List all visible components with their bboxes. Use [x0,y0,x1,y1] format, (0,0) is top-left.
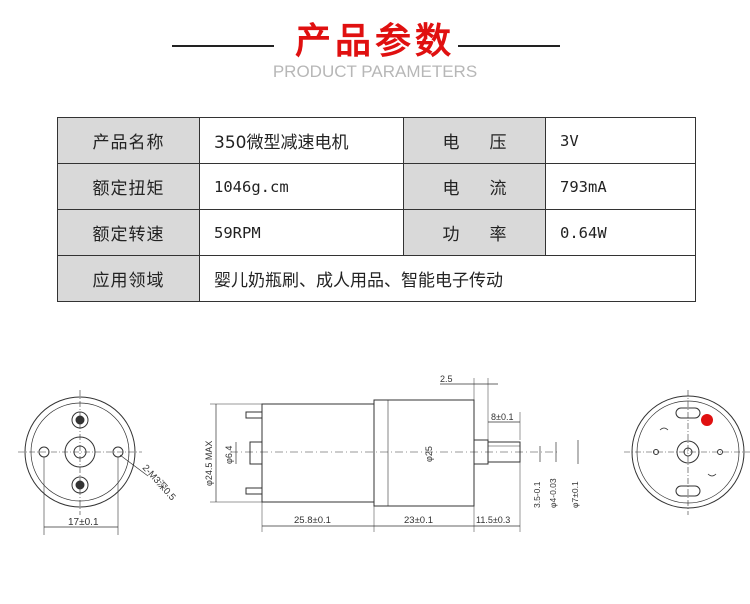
technical-drawing: 2-M3深0.5 17±0.1 φ24.5 MAX φ6.4 φ25 2.5 8… [18,374,750,535]
side-view: φ24.5 MAX φ6.4 φ25 2.5 8±0.1 25.8±0.1 23… [204,374,580,532]
front-screw-top [71,411,89,429]
power-value: 0.64W [545,209,696,256]
table-row: 应用领域 婴儿奶瓶刷、成人用品、智能电子传动 [57,255,696,302]
front-screw-top-core [75,415,85,425]
dim-terminal-offset: 2.5 [440,374,453,384]
motor-rear-bushing [249,441,263,465]
front-outline [24,396,136,508]
rear-detail-b [707,473,717,477]
torque-label: 额定扭矩 [57,163,200,210]
speed-label: 额定转速 [57,209,200,256]
dim-boss-label: φ7±0.1 [570,481,580,508]
table-row: 额定转速 59RPM 功率 0.64W [57,209,696,256]
rear-bearing [676,440,700,464]
dim-len-motor: 25.8±0.1 [294,515,331,526]
voltage-value: 3V [545,117,696,164]
rear-detail-a [659,427,669,431]
page-subtitle: PRODUCT PARAMETERS [272,62,478,81]
application-value: 婴儿奶瓶刷、成人用品、智能电子传动 [199,255,696,302]
rear-shaft [683,447,693,457]
speed-value: 59RPM [199,209,404,256]
rear-terminal-slot-top [675,407,701,419]
power-label: 功率 [403,209,546,256]
product-name-value: 350微型减速电机 [199,117,404,164]
front-hole-label: 2-M3深0.5 [140,463,178,503]
front-hub [64,436,96,468]
current-value: 793mA [545,163,696,210]
torque-value: 1046g.cm [199,163,404,210]
dim-bushing-label: φ6.4 [224,446,234,464]
title-rule-right [458,45,560,47]
product-name-label: 产品名称 [57,117,200,164]
dim-max-label: φ24.5 MAX [204,441,214,486]
front-screw-bottom [71,476,89,494]
dim-shaft-flat: 8±0.1 [491,412,513,422]
front-shaft [73,445,87,459]
terminal-bottom [245,487,263,495]
motor-can [261,403,375,503]
rear-view [624,390,750,515]
front-width-dim: 17±0.1 [68,517,99,528]
front-hole-leader [119,454,149,477]
current-label: 电流 [403,163,546,210]
terminal-top [245,411,263,419]
header: 产品参数 PRODUCT PARAMETERS [0,10,750,90]
dim-gearbox-label: φ25 [424,446,434,462]
rear-terminal-slot-bottom [675,485,701,497]
application-label: 应用领域 [57,255,200,302]
dim-len-gearbox: 23±0.1 [404,515,433,526]
title-rule-left [172,45,274,47]
page-title: 产品参数 [294,21,455,62]
rear-vent-left [653,449,659,455]
front-screw-bottom-core [75,480,85,490]
voltage-label: 电压 [403,117,546,164]
table-row: 额定扭矩 1046g.cm 电流 793mA [57,163,696,210]
table-row: 产品名称 350微型减速电机 电压 3V [57,117,696,164]
dim-dcut-label: 3.5-0.1 [532,481,542,508]
spec-table: 产品名称 350微型减速电机 电压 3V 额定扭矩 1046g.cm 电流 79… [57,117,696,302]
dim-len-shaft: 11.5±0.3 [476,515,510,525]
dim-shaft-dia-label: φ4-0.03 [548,478,558,508]
front-view: 2-M3深0.5 17±0.1 [18,390,178,535]
rear-vent-right [717,449,723,455]
polarity-mark [701,414,713,426]
